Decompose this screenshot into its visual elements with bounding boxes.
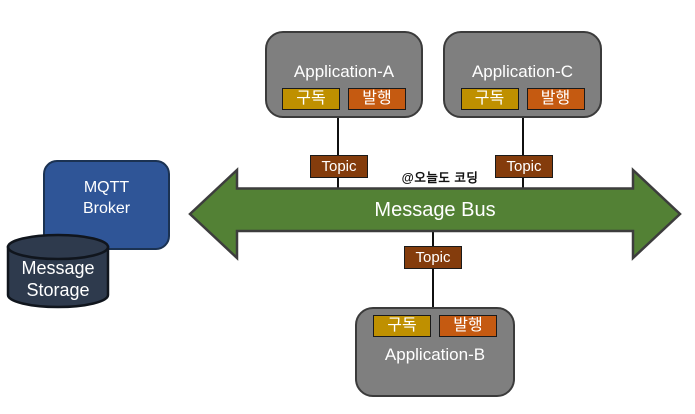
storage-label-line1: Message <box>21 258 95 278</box>
app-a-label: Application-A <box>293 62 395 81</box>
subscribe-badge: 구독 <box>282 88 340 110</box>
subscribe-badge: 구독 <box>460 88 519 110</box>
app-c-label: Application-C <box>471 62 574 81</box>
watermark-text: @오늘도 코딩 <box>401 171 479 185</box>
publish-badge: 발행 <box>526 88 585 110</box>
broker-label-line2: Broker <box>82 200 131 217</box>
app-box-application-c: Application-C 구독 발행 <box>443 31 602 118</box>
connector-line-app-a <box>337 116 339 189</box>
message-storage-label: Message Storage <box>6 257 110 301</box>
database-cylinder-icon <box>6 233 110 309</box>
app-a-badge-row: 구독 발행 <box>282 88 406 110</box>
app-box-application-a: Application-A 구독 발행 <box>265 31 423 118</box>
app-b-label: Application-B <box>384 345 486 364</box>
connector-line-app-b <box>432 230 434 308</box>
storage-label-line2: Storage <box>26 280 90 300</box>
subscribe-badge: 구독 <box>373 315 431 337</box>
topic-box-a: Topic <box>310 155 368 178</box>
broker-label-line1: MQTT <box>83 179 130 196</box>
message-bus-label: Message Bus <box>374 198 496 221</box>
publish-badge: 발행 <box>439 315 497 337</box>
message-bus-arrow-icon <box>188 167 682 261</box>
connector-line-app-c <box>522 116 524 189</box>
app-b-badge-row: 구독 발행 <box>373 315 497 337</box>
topic-box-b: Topic <box>404 246 462 269</box>
app-box-application-b: 구독 발행 Application-B <box>355 307 515 397</box>
app-c-badge-row: 구독 발행 <box>460 88 585 110</box>
publish-badge: 발행 <box>348 88 406 110</box>
topic-box-c: Topic <box>495 155 553 178</box>
